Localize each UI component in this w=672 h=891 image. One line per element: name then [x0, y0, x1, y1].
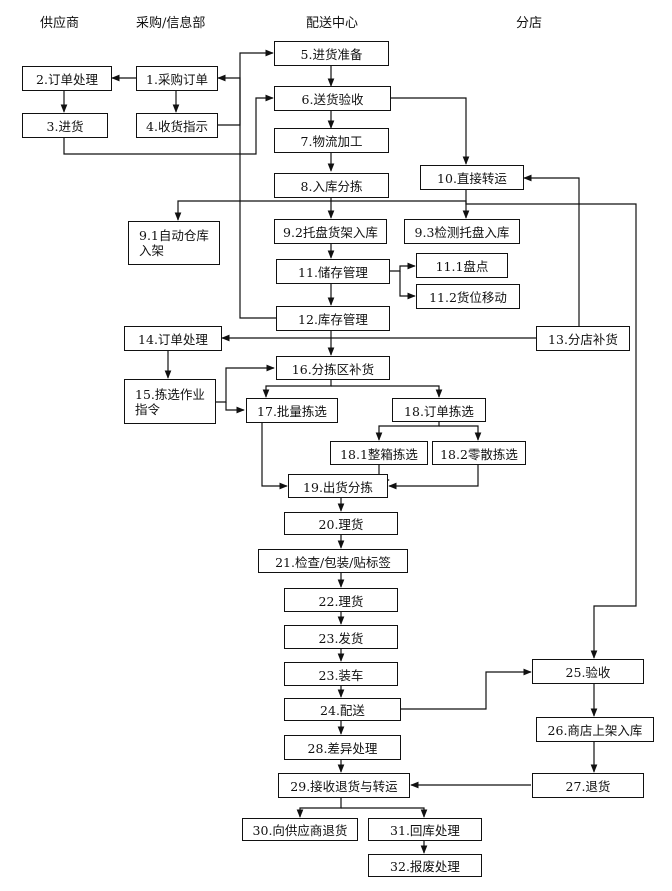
- edge-11-11-2: [399, 271, 416, 300]
- node-11-2: 11.2货位移动: [416, 284, 520, 309]
- node-7: 7.物流加工: [274, 128, 389, 153]
- node-30: 30.向供应商退货: [242, 818, 358, 841]
- node-1: 1.采购订单: [136, 66, 218, 91]
- edge-29-30: [296, 798, 342, 818]
- edge-18-18-1: [375, 422, 440, 441]
- header-purchasing: 采购/信息部: [136, 16, 206, 31]
- header-branch-store: 分店: [516, 16, 543, 31]
- node-8: 8.入库分拣: [274, 173, 389, 198]
- node-9-1: 9.1自动仓库入架: [128, 221, 220, 265]
- node-27: 27.退货: [532, 773, 644, 798]
- node-5: 5.进货准备: [274, 41, 389, 66]
- node-11: 11.储存管理: [276, 259, 390, 284]
- node-12: 12.库存管理: [276, 306, 390, 331]
- node-26: 26.商店上架入库: [536, 717, 654, 742]
- node-23-load: 23.装车: [284, 662, 398, 686]
- node-25: 25.验收: [532, 659, 644, 684]
- edge-10-25: [465, 189, 637, 659]
- node-21: 21.检查/包装/贴标签: [258, 549, 408, 573]
- edge-11-11-1: [390, 262, 416, 272]
- header-distribution-center: 配送中心: [306, 16, 359, 31]
- node-6: 6.送货验收: [274, 86, 391, 111]
- edge-8-9-3: [331, 200, 470, 219]
- edge-6-10: [391, 97, 470, 165]
- edge-18-2-19: [388, 464, 479, 490]
- node-24: 24.配送: [284, 698, 401, 721]
- edge-24-25: [401, 668, 532, 710]
- node-17: 17.批量拣选: [246, 398, 338, 423]
- edge-18-18-2: [439, 425, 482, 441]
- node-28: 28.差异处理: [284, 735, 401, 760]
- node-14: 14.订单处理: [124, 326, 222, 351]
- node-13: 13.分店补货: [536, 326, 630, 351]
- node-31: 31.回库处理: [368, 818, 482, 841]
- node-11-1: 11.1盘点: [416, 253, 508, 278]
- node-16: 16.分拣区补货: [276, 356, 390, 380]
- node-23-ship: 23.发货: [284, 625, 398, 649]
- edge-16-18: [331, 385, 443, 398]
- edge-17-19: [261, 423, 288, 490]
- node-10: 10.直接转运: [420, 165, 524, 190]
- edge-16-17: [262, 380, 332, 398]
- node-4: 4.收货指示: [136, 113, 218, 138]
- node-15: 15.拣选作业指令: [124, 379, 216, 424]
- node-9-2: 9.2托盘货架入库: [274, 219, 387, 244]
- edge-15-17: [225, 402, 245, 414]
- edge-12-1: [217, 74, 276, 319]
- header-supplier: 供应商: [40, 16, 80, 31]
- node-32: 32.报废处理: [368, 854, 482, 877]
- edge-3-6: [63, 94, 274, 155]
- node-22: 22.理货: [284, 588, 398, 612]
- node-20: 20.理货: [284, 512, 398, 535]
- node-18-1: 18.1整箱拣选: [330, 441, 428, 465]
- edge-13-10: [523, 174, 580, 327]
- node-18: 18.订单拣选: [392, 398, 486, 422]
- node-29: 29.接收退货与转运: [278, 773, 410, 798]
- node-18-2: 18.2零散拣选: [432, 441, 526, 465]
- node-2: 2.订单处理: [22, 66, 112, 91]
- edge-29-31: [341, 807, 428, 818]
- node-9-3: 9.3检测托盘入库: [404, 219, 520, 244]
- edge-15-16: [216, 364, 275, 403]
- node-19: 19.出货分拣: [288, 474, 388, 498]
- node-3: 3.进货: [22, 113, 108, 138]
- edge-8-9-1: [174, 198, 332, 221]
- edge-4-5: [218, 49, 274, 126]
